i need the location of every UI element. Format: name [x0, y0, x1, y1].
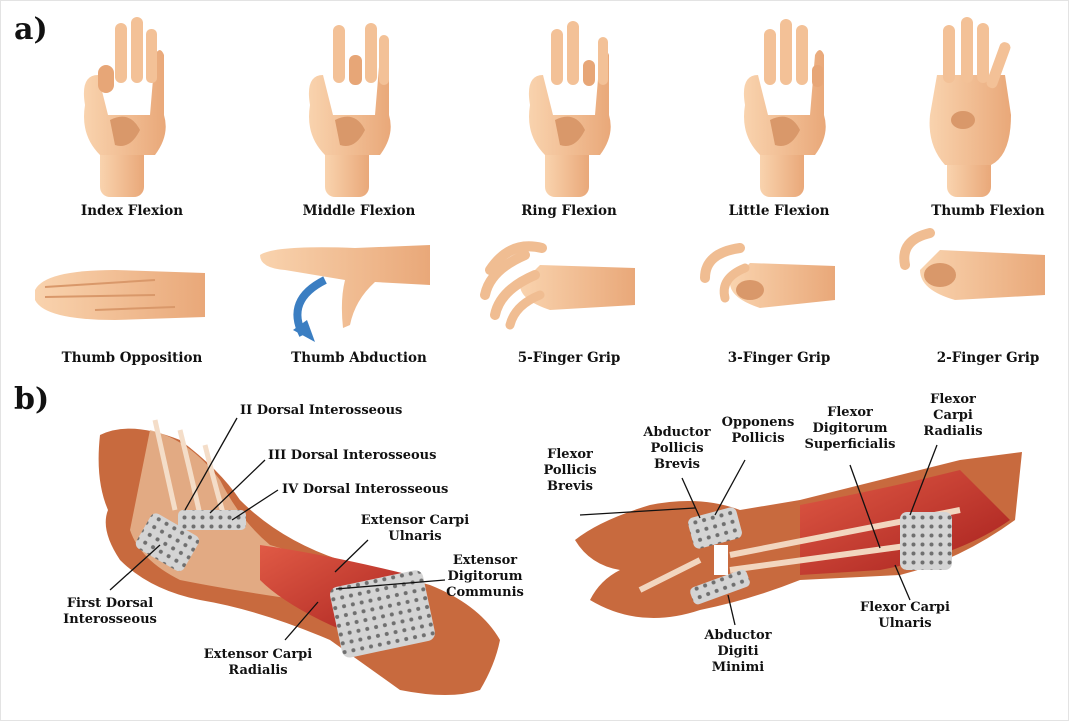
label-iv-dorsal-interosseous: IV Dorsal Interosseous — [282, 482, 448, 498]
label-abductor-digiti-minimi: Abductor Digiti Minimi — [698, 628, 778, 676]
label-flexor-pollicis-brevis: Flexor Pollicis Brevis — [538, 447, 602, 495]
label-extensor-digitorum-communis: Extensor Digitorum Communis — [440, 553, 530, 601]
label-extensor-carpi-ulnaris: Extensor Carpi Ulnaris — [360, 513, 470, 545]
label-flexor-carpi-radialis: Flexor Carpi Radialis — [918, 392, 988, 440]
palmar-forearm — [575, 452, 1022, 618]
label-opponens-pollicis: Opponens Pollicis — [718, 415, 798, 447]
label-iii-dorsal-interosseous: III Dorsal Interosseous — [268, 448, 436, 464]
electrode-dorsal-interosseous — [178, 510, 246, 530]
label-ii-dorsal-interosseous: II Dorsal Interosseous — [240, 403, 402, 419]
label-flexor-carpi-ulnaris: Flexor Carpi Ulnaris — [855, 600, 955, 632]
label-first-dorsal-interosseous: First Dorsal Interosseous — [60, 596, 160, 628]
electrode-flexor-forearm — [900, 512, 952, 570]
label-flexor-digitorum-superficialis: Flexor Digitorum Superficialis — [800, 405, 900, 453]
label-extensor-carpi-radialis: Extensor Carpi Radialis — [198, 647, 318, 679]
label-abductor-pollicis-brevis: Abductor Pollicis Brevis — [638, 425, 716, 473]
